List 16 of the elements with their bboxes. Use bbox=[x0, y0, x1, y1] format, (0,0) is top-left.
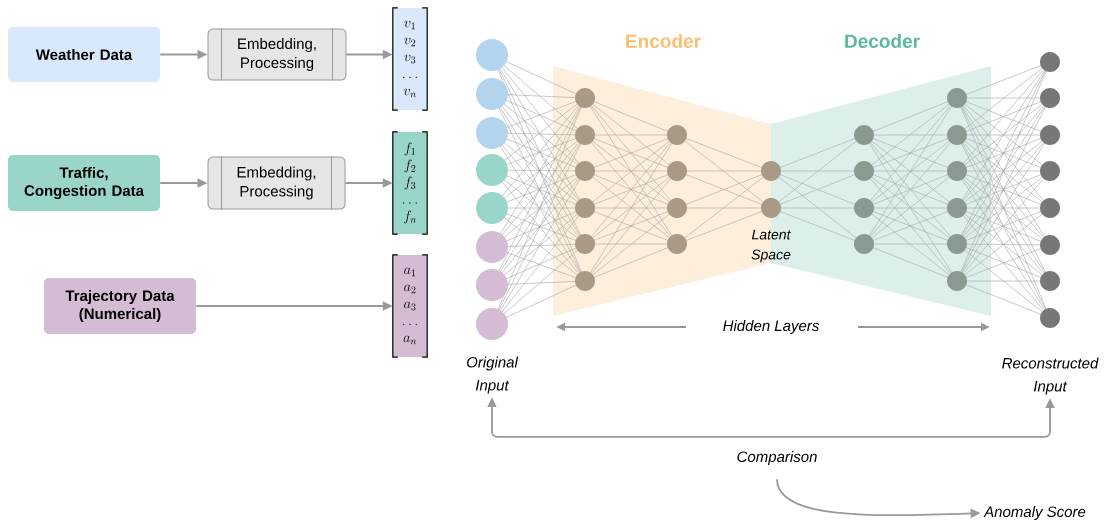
caption-text: Original Input bbox=[467, 356, 519, 394]
process-box: Embedding, Processing bbox=[207, 28, 347, 81]
layer-label: Hidden Layers bbox=[723, 320, 819, 334]
data-box: Trajectory Data (Numerical) bbox=[44, 278, 196, 334]
vector-bracket: $v_1$ $v_2$ $v_3$ $\dots$ $v_n$ bbox=[392, 7, 428, 111]
data-box: Traffic, Congestion Data bbox=[8, 155, 160, 211]
caption-text: Comparison bbox=[737, 451, 817, 465]
latent-space-label: Latent Space bbox=[751, 229, 791, 263]
process-box: Embedding, Processing bbox=[207, 156, 346, 210]
node-label: Decoder bbox=[845, 34, 920, 48]
data-box: Weather Data bbox=[8, 27, 160, 82]
vector-bracket: $a_1$ $a_2$ $a_3$ $\dots$ $a_n$ bbox=[392, 254, 428, 358]
caption-text: Anomaly Score bbox=[983, 506, 1086, 520]
vector-bracket: $f_1$ $f_2$ $f_3$ $\dots$ $f_n$ bbox=[392, 131, 428, 235]
node-label: Encoder bbox=[626, 34, 701, 48]
caption-text: Reconstructed Input bbox=[1002, 357, 1099, 395]
